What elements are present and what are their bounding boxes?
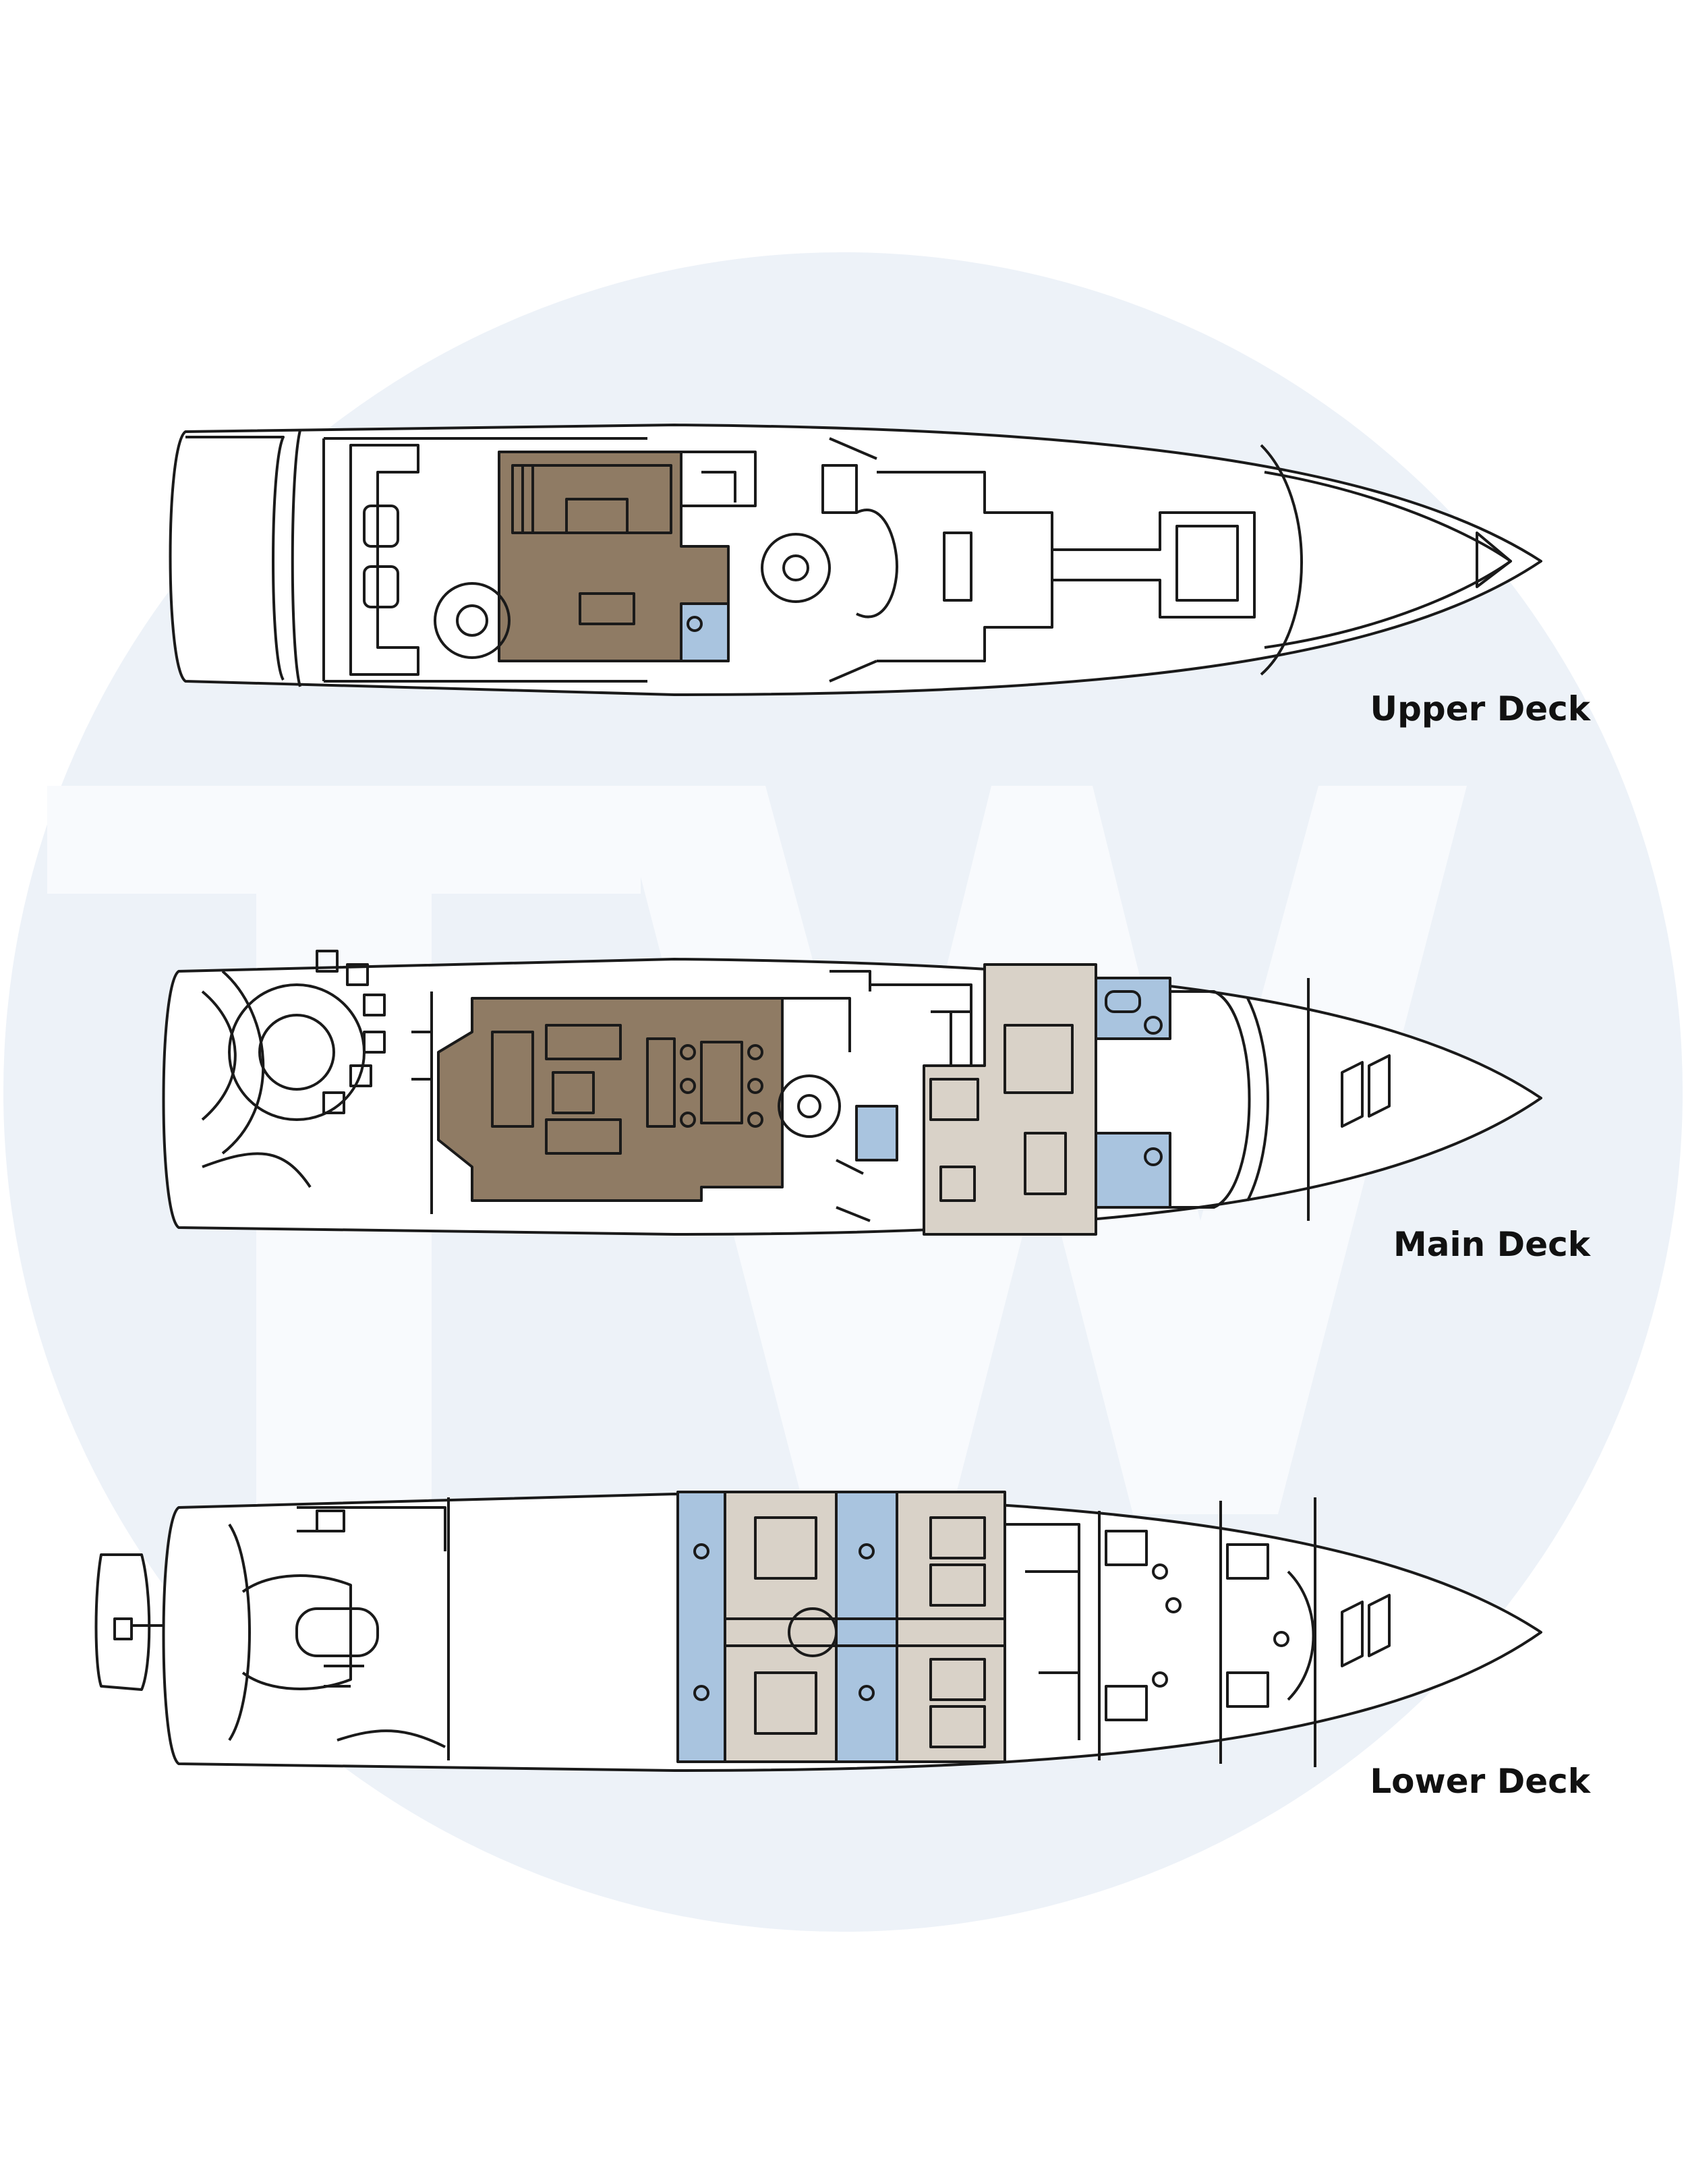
lower-deck-label: Lower Deck xyxy=(1370,1762,1590,1801)
upper-deck-plan xyxy=(169,424,1542,696)
main-deck-plan xyxy=(162,950,1542,1236)
lower-deck-plan xyxy=(94,1491,1542,1772)
main-deck-label: Main Deck xyxy=(1393,1225,1590,1264)
upper-deck-label: Upper Deck xyxy=(1370,689,1590,728)
